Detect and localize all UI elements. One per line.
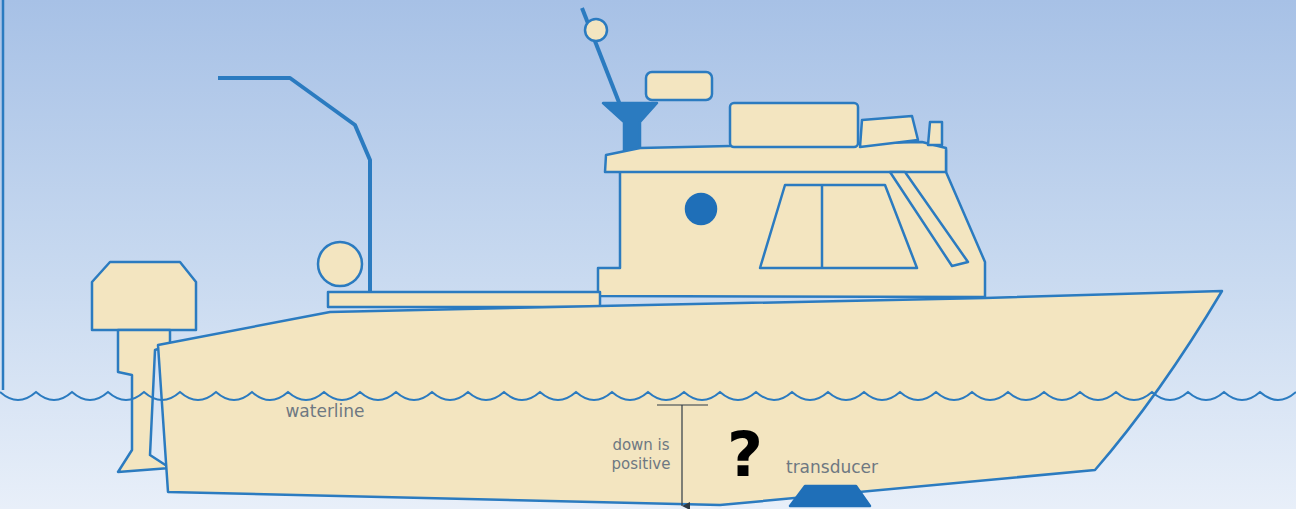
transducer-label: transducer bbox=[786, 457, 878, 478]
question-mark: ? bbox=[727, 416, 763, 494]
waterline-label: waterline bbox=[281, 401, 368, 422]
depth-sign-note: down is positive bbox=[598, 436, 684, 474]
